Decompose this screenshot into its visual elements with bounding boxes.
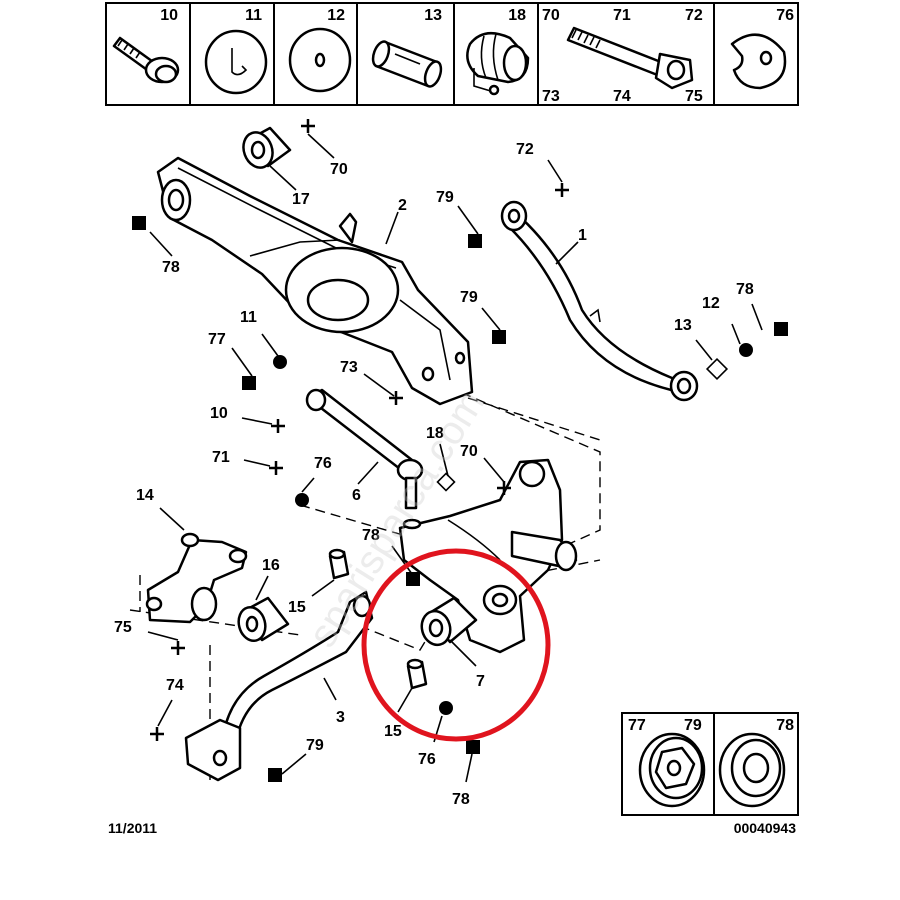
leader-lines <box>147 133 763 783</box>
header-label-72: 72 <box>685 7 703 24</box>
lower-arm-3 <box>184 590 374 782</box>
callout-14: 14 <box>136 487 154 504</box>
inset-label-78: 78 <box>776 717 794 734</box>
highlight-circle <box>361 548 551 742</box>
callout-2: 2 <box>398 197 407 214</box>
callout-70b: 70 <box>460 443 478 460</box>
callout-3: 3 <box>336 709 345 726</box>
trailing-arm-bracket <box>156 156 474 406</box>
bushing-17 <box>242 126 292 169</box>
header-label-12: 12 <box>327 7 345 24</box>
inset-label-79: 79 <box>684 717 702 734</box>
bushing-16 <box>237 596 290 643</box>
header-label-13: 13 <box>424 7 442 24</box>
callout-16: 16 <box>262 557 280 574</box>
callout-72: 72 <box>516 141 534 158</box>
callout-13: 13 <box>674 317 692 334</box>
upper-link-arm <box>500 200 699 402</box>
parts-header-strip: 10 11 12 13 18 70 71 72 73 74 75 76 <box>105 2 799 106</box>
callout-73: 73 <box>340 359 358 376</box>
callout-78b: 78 <box>736 281 754 298</box>
sleeve-15b <box>406 658 428 690</box>
flange-nut-inset: 77 79 78 <box>621 712 799 816</box>
rubber-boot-icon <box>466 31 530 96</box>
spacer-sleeve-icon <box>371 40 443 88</box>
callout-78a: 78 <box>162 259 180 276</box>
slotted-washer-icon <box>204 29 268 95</box>
fastener-symbols <box>132 119 788 782</box>
callout-79a: 79 <box>436 189 454 206</box>
long-bolt-icon <box>566 26 694 90</box>
bushing-7 <box>420 596 478 647</box>
callout-17: 17 <box>292 191 310 208</box>
callout-78c: 78 <box>362 527 380 544</box>
flange-nut-icon <box>638 732 706 808</box>
bolt-icon <box>112 36 180 84</box>
callout-78d: 78 <box>452 791 470 808</box>
callout-15b: 15 <box>384 723 402 740</box>
callout-7: 7 <box>476 673 485 690</box>
callout-79b: 79 <box>460 289 478 306</box>
callout-15a: 15 <box>288 599 306 616</box>
callout-77: 77 <box>208 331 226 348</box>
cam-washer-icon <box>730 33 787 90</box>
lateral-link-6 <box>305 388 424 510</box>
callout-76b: 76 <box>418 751 436 768</box>
callout-76a: 76 <box>314 455 332 472</box>
callout-1: 1 <box>578 227 587 244</box>
callout-79c: 79 <box>306 737 324 754</box>
callout-74: 74 <box>166 677 184 694</box>
header-label-74: 74 <box>613 88 631 105</box>
footer-code: 00040943 <box>734 820 797 836</box>
callout-71: 71 <box>212 449 230 466</box>
callout-18: 18 <box>426 425 444 442</box>
callout-75: 75 <box>114 619 132 636</box>
callout-10: 10 <box>210 405 228 422</box>
header-label-75: 75 <box>685 88 703 105</box>
inset-label-77: 77 <box>628 717 646 734</box>
callout-11: 11 <box>240 309 257 326</box>
header-label-71: 71 <box>613 7 631 24</box>
callout-numbers: 2 1 70 17 78 72 79 79 78 12 13 77 11 73 … <box>114 141 754 808</box>
callout-6: 6 <box>352 487 361 504</box>
washer-icon <box>288 27 352 93</box>
sleeve-15a <box>328 548 350 580</box>
header-label-18: 18 <box>508 7 526 24</box>
header-label-70: 70 <box>542 7 560 24</box>
flange-nut-icon <box>718 732 786 808</box>
callout-12: 12 <box>702 295 720 312</box>
header-label-73: 73 <box>542 88 560 105</box>
footer-date: 11/2011 <box>108 820 157 836</box>
support-bracket-14 <box>145 532 248 624</box>
callout-70a: 70 <box>330 161 348 178</box>
header-label-76: 76 <box>776 7 794 24</box>
header-label-10: 10 <box>160 7 178 24</box>
header-label-11: 11 <box>245 7 262 24</box>
